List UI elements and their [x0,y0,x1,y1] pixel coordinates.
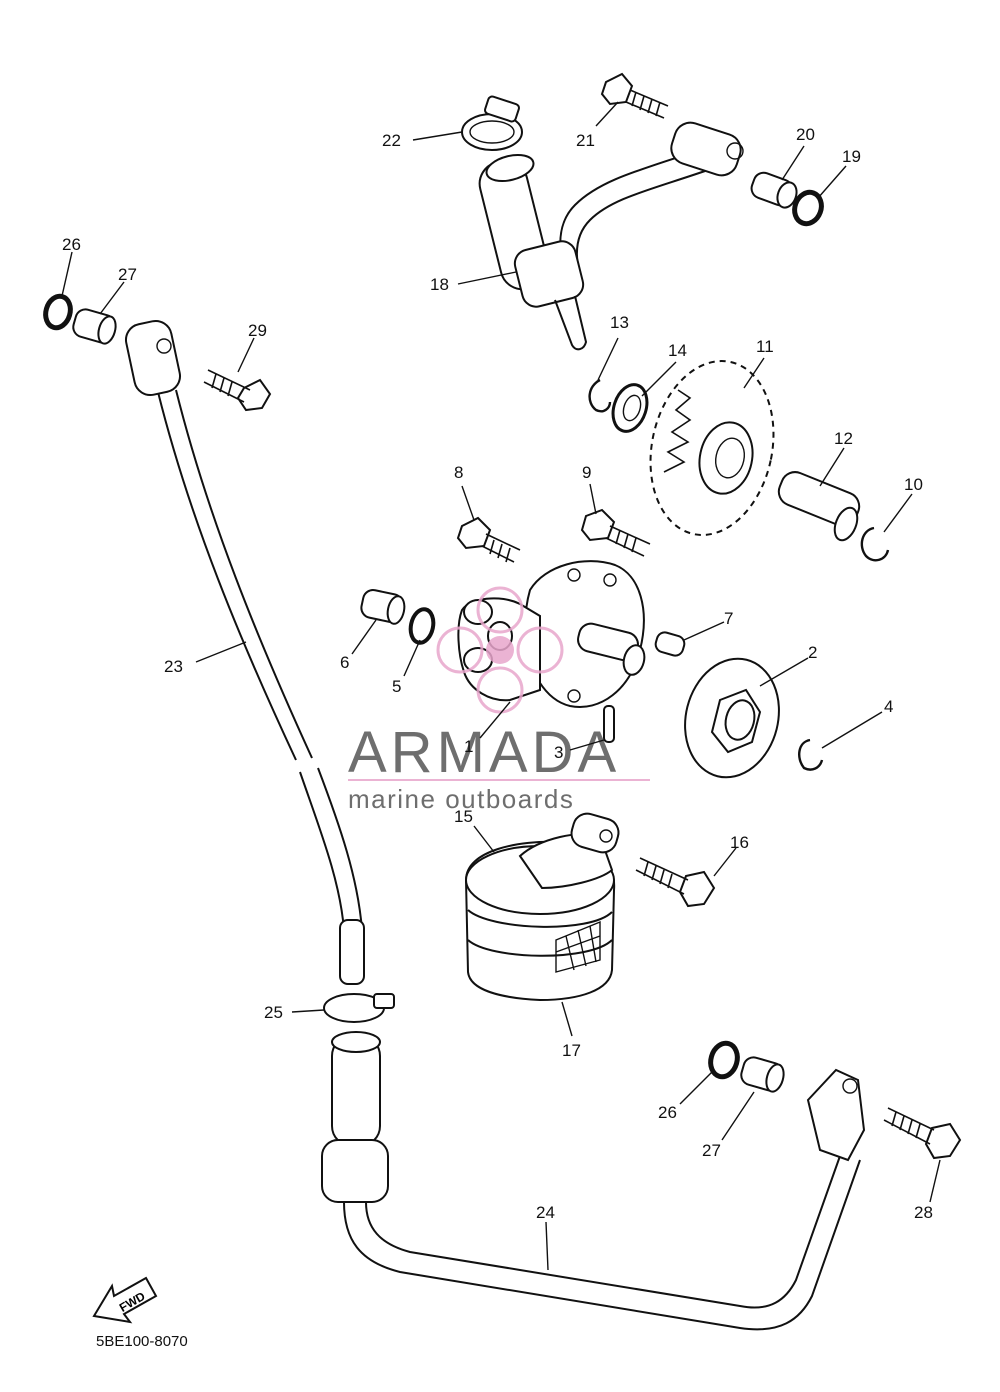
clip-13 [588,378,612,413]
callout-5: 5 [392,677,401,696]
watermark: ARMADA marine outboards [348,586,650,814]
o-ring-5 [408,607,436,645]
callout-21: 21 [576,131,595,150]
oil-hose-24 [321,1031,866,1331]
washer-14 [611,383,649,433]
bolt-28 [883,1107,962,1160]
callout-18: 18 [430,275,449,294]
shaft-12 [777,471,861,542]
callout-2: 2 [808,643,817,662]
circlip-4 [798,738,824,771]
callout-3: 3 [554,743,563,762]
dowel-pin-3 [603,705,615,743]
hose-clamp-25 [323,993,395,1023]
bolt-29 [203,369,272,412]
oil-hose-23 [124,319,365,985]
watermark-brand: ARMADA [348,720,620,785]
circlip-10 [860,526,890,562]
bushing-27-upper [72,308,117,345]
callout-9: 9 [582,463,591,482]
bushing-20 [750,171,798,209]
callout-15: 15 [454,807,473,826]
callout-20: 20 [796,125,815,144]
pump-body-1 [457,560,646,708]
bolt-8 [456,516,521,563]
bolt-16 [635,857,716,908]
callout-10: 10 [904,475,923,494]
callout-29: 29 [248,321,267,340]
callout-27-upper: 27 [118,265,137,284]
callout-labels: 22 21 20 19 18 13 14 11 12 10 8 9 7 2 4 … [62,125,933,1222]
callout-27-lower: 27 [702,1141,721,1160]
dowel-7 [654,631,686,657]
callout-14: 14 [668,341,687,360]
callout-26-upper: 26 [62,235,81,254]
rotor-2 [684,657,780,779]
watermark-flower-icon [436,586,564,714]
oil-pipe-upper [478,121,744,351]
callout-24: 24 [536,1203,555,1222]
callout-16: 16 [730,833,749,852]
callout-7: 7 [724,609,733,628]
callout-26-lower: 26 [658,1103,677,1122]
bolt-21 [600,72,669,119]
o-ring-19 [792,189,824,227]
callout-17: 17 [562,1041,581,1060]
fwd-arrow-icon: FWD [92,1276,158,1324]
o-ring-26-lower [708,1040,740,1080]
callout-8: 8 [454,463,463,482]
gear-11 [649,360,775,536]
callout-25: 25 [264,1003,283,1022]
diagram-code: 5BE100-8070 [96,1333,188,1350]
bolt-9 [580,508,651,557]
callout-1: 1 [464,737,473,756]
strainer-15 [464,812,620,1002]
hose-clamp-22 [461,95,523,151]
callout-6: 6 [340,653,349,672]
leader-lines [61,101,941,1271]
callout-28: 28 [914,1203,933,1222]
callout-4: 4 [884,697,893,716]
callout-19: 19 [842,147,861,166]
callout-23: 23 [164,657,183,676]
o-ring-26-upper [43,293,73,331]
callout-11: 11 [756,337,774,356]
callout-22: 22 [382,131,401,150]
watermark-tagline: marine outboards [348,784,574,814]
bushing-6 [360,589,406,625]
bushing-27-lower [740,1056,785,1093]
callout-12: 12 [834,429,853,448]
callout-13: 13 [610,313,629,332]
